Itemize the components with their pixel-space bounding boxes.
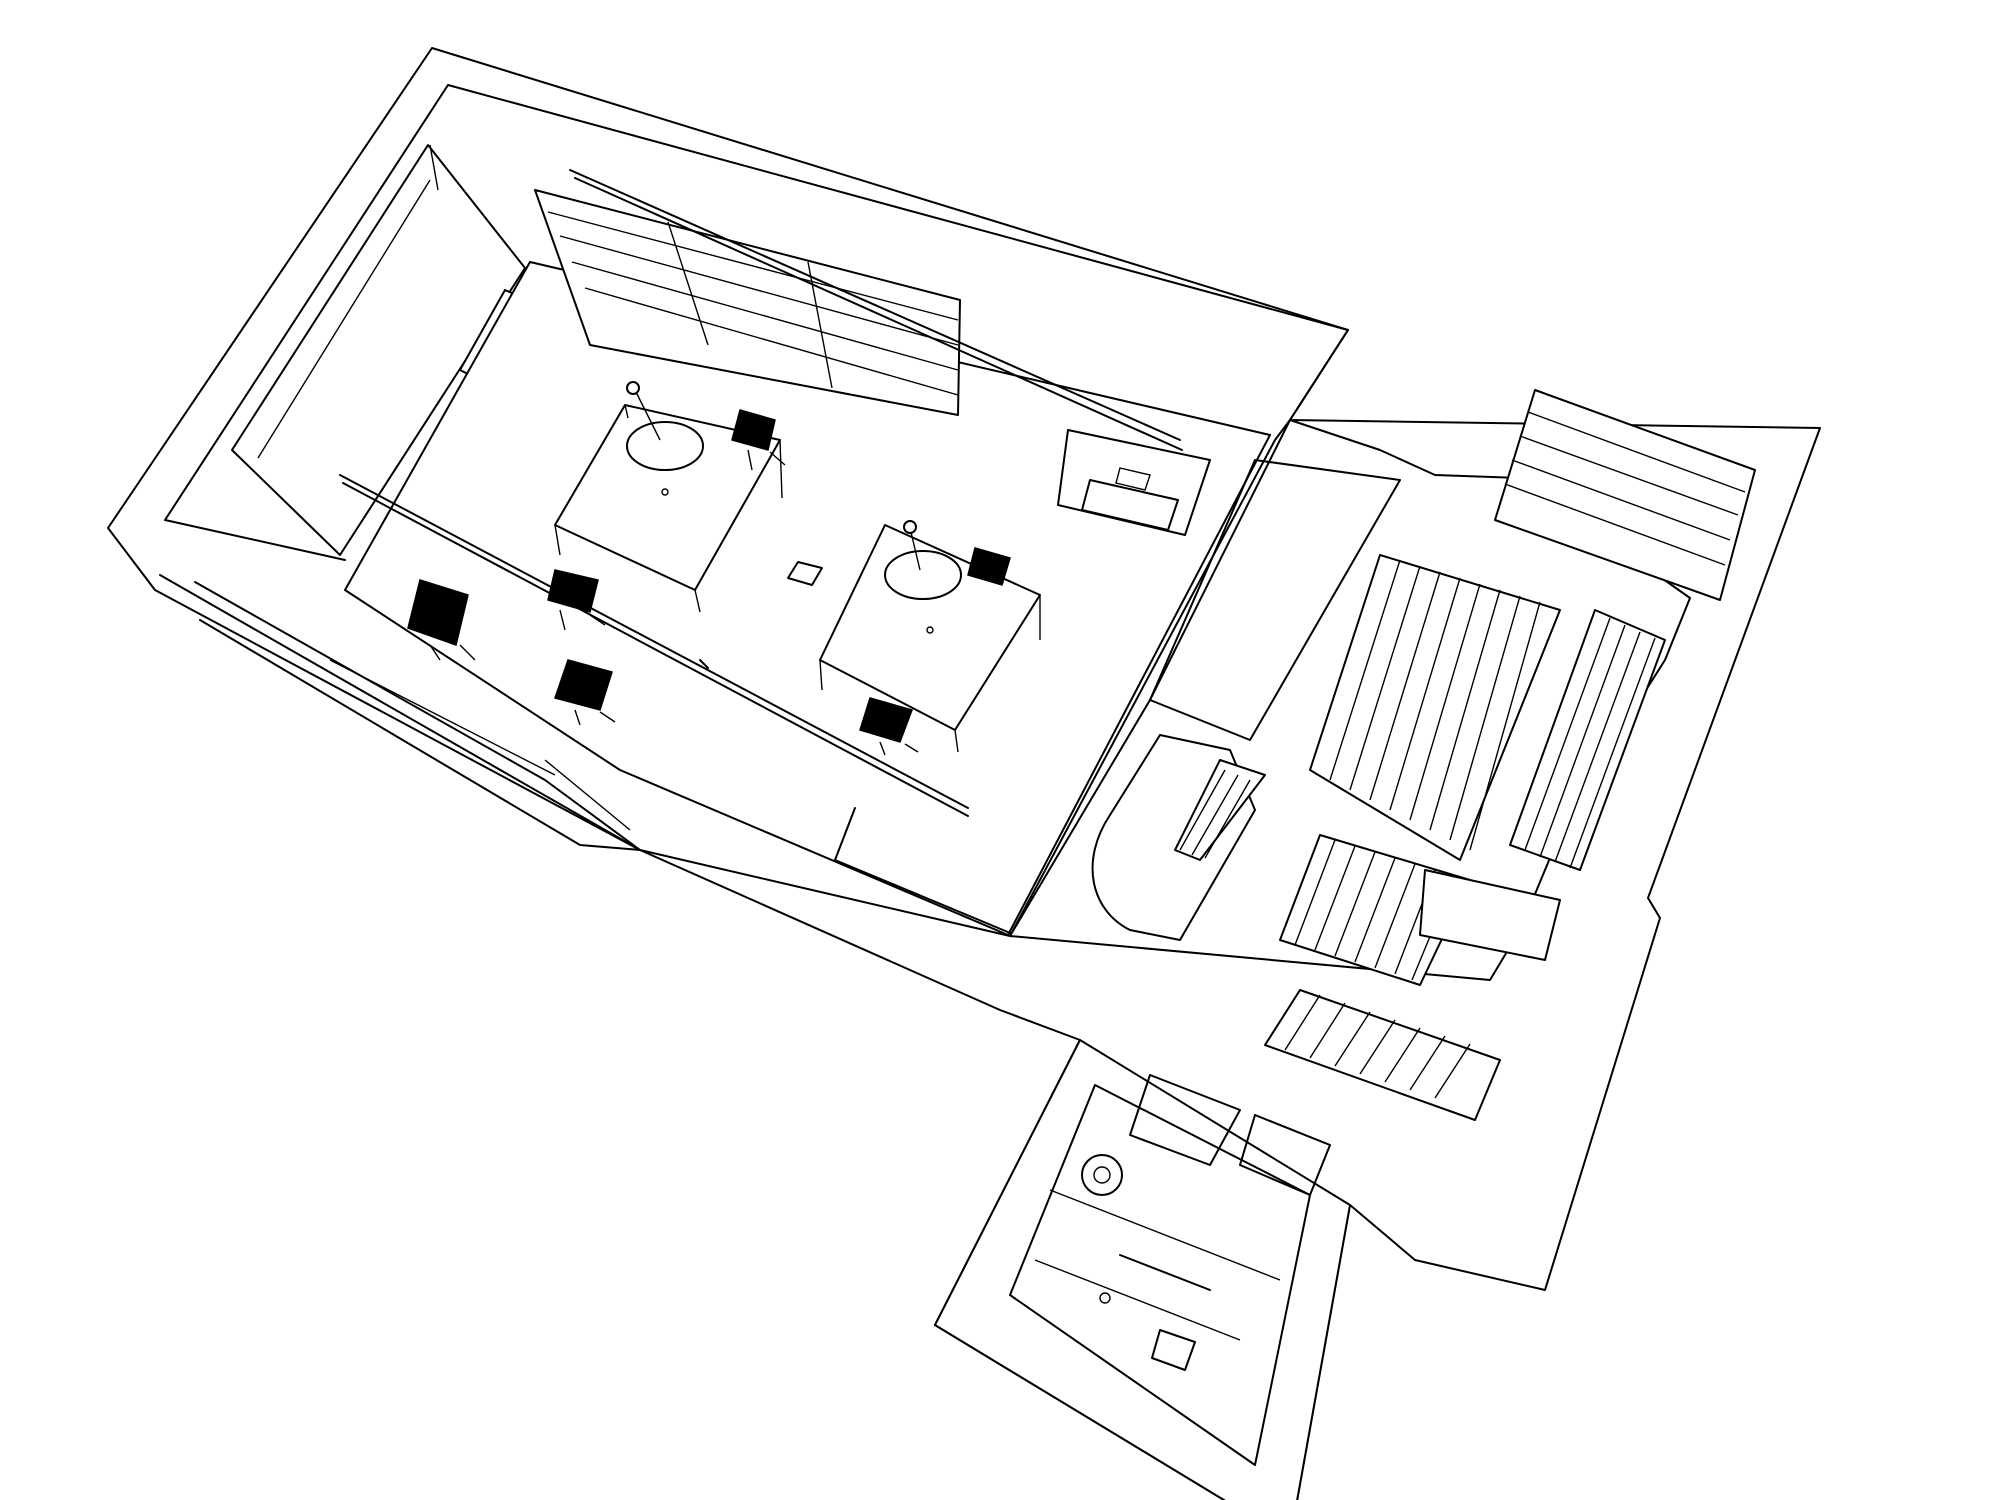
stair-flight-2	[1509, 609, 1666, 871]
chair-6	[859, 697, 919, 756]
chair-2	[547, 569, 606, 631]
lamp-base-2	[884, 550, 962, 600]
window-recess-left	[231, 144, 526, 556]
office-floor	[344, 261, 1271, 936]
plotter-printer	[1057, 429, 1211, 536]
office-room	[339, 169, 1271, 936]
wc-room	[934, 1039, 1351, 1500]
chair-3	[407, 579, 476, 661]
toilet	[1151, 1329, 1196, 1371]
chair-4	[554, 659, 616, 726]
stair-flight-3	[1264, 834, 1501, 1121]
window-bottom-left	[194, 581, 641, 851]
floor-drain-icon	[1099, 1292, 1111, 1304]
bookshelf	[534, 169, 1183, 451]
stair-core	[1009, 389, 1756, 1121]
storage-shelving	[1494, 389, 1756, 601]
office-inner-wall	[164, 84, 449, 561]
lamp-base-1	[626, 421, 704, 471]
stair-flight-1	[1309, 554, 1561, 861]
desk-lamp-1-icon	[626, 381, 640, 395]
desk-lamp-2-icon	[903, 520, 917, 534]
washbasin-icon	[1081, 1154, 1123, 1196]
chair-5	[967, 547, 1011, 586]
floor-outlet	[787, 561, 823, 586]
desk-1	[554, 381, 783, 613]
chairs	[407, 409, 1011, 756]
partition-rail	[339, 474, 969, 809]
chair-1	[731, 409, 786, 471]
